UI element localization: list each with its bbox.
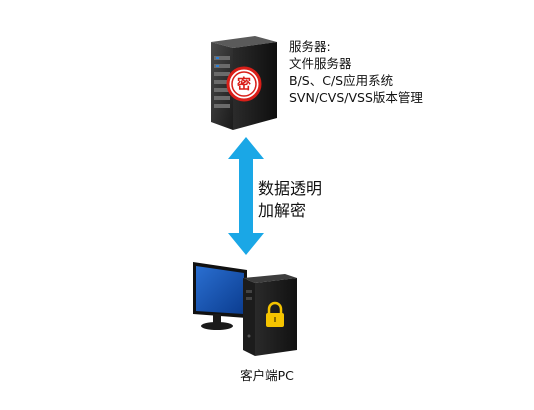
server-label-line: B/S、C/S应用系统	[289, 73, 394, 88]
server-label-line: 服务器:	[289, 39, 331, 54]
arrow-label-line: 数据透明	[258, 179, 323, 198]
padlock-icon	[266, 301, 284, 327]
server-label-line: SVN/CVS/VSS版本管理	[289, 90, 423, 105]
secret-seal-icon: 密	[226, 66, 262, 102]
server-label: 服务器: 文件服务器 B/S、C/S应用系统 SVN/CVS/VSS版本管理	[289, 38, 423, 106]
server-label-line: 文件服务器	[289, 56, 352, 71]
desktop-pc-icon	[193, 262, 297, 356]
seal-text: 密	[236, 76, 251, 93]
arrow-label: 数据透明 加解密	[258, 178, 322, 222]
arrow-label-line: 加解密	[258, 201, 307, 220]
double-arrow-icon	[228, 137, 264, 255]
server-icon: 密	[211, 36, 277, 130]
client-label: 客户端PC	[240, 368, 294, 383]
